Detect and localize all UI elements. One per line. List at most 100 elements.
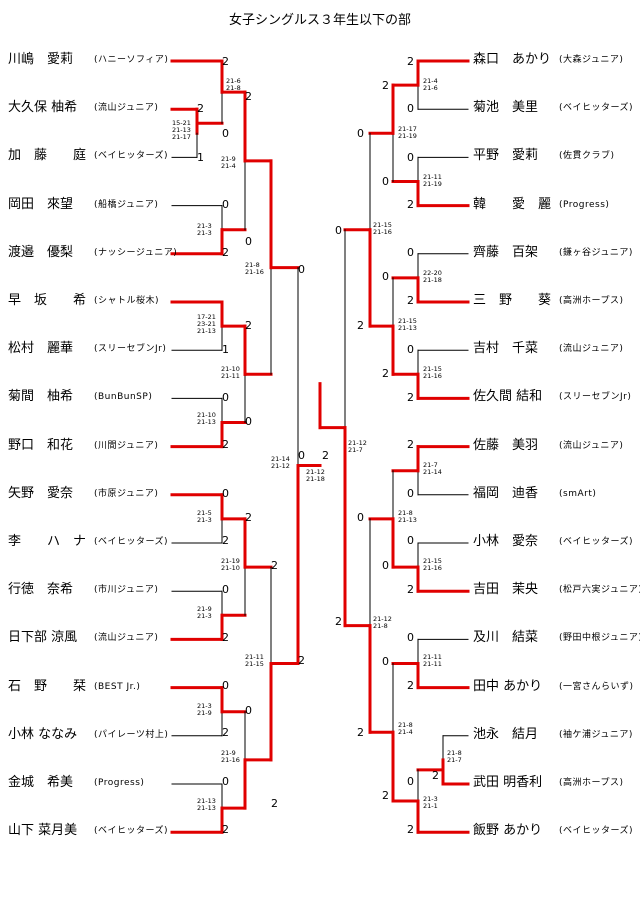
game-scores: 21-15 21-13 xyxy=(398,317,417,332)
match-score: 2 xyxy=(357,726,364,739)
match-score: 0 xyxy=(407,246,414,259)
player-club: (スリーセブンJr) xyxy=(559,392,632,403)
player-club: (松戸六実ジュニア) xyxy=(559,585,640,596)
match-score: 2 xyxy=(407,55,414,68)
player-name: 日下部 涼風 xyxy=(8,630,78,646)
match-score: 0 xyxy=(222,679,229,692)
player-name: 吉村 千菜 xyxy=(473,341,539,357)
player-name: 石 野 栞 xyxy=(8,678,87,694)
player-club: (smArt) xyxy=(559,488,597,499)
match-score: 0 xyxy=(407,631,414,644)
player-club: (ハニーソフィア) xyxy=(94,55,169,65)
match-score: 2 xyxy=(222,823,229,836)
match-score: 0 xyxy=(222,391,229,404)
game-scores: 21-8 21-16 xyxy=(245,261,264,276)
player-club: (佐貫クラブ) xyxy=(559,151,615,162)
player-club: (ベイヒッターズ) xyxy=(94,826,169,837)
player-club: (流山ジュニア) xyxy=(94,103,159,114)
player-name: 金城 希美 xyxy=(8,775,74,790)
player-club: (ベイヒッターズ) xyxy=(94,537,169,547)
game-scores: 21-9 21-4 xyxy=(221,155,236,170)
player-club: (鎌ヶ谷ジュニア) xyxy=(559,247,633,258)
player-club: (ベイヒッターズ) xyxy=(559,537,634,547)
game-scores: 21-11 21-15 xyxy=(245,653,264,668)
player-club: (スリーセブンJr) xyxy=(94,344,167,355)
player-name: 小林 ななみ xyxy=(8,726,78,742)
match-score: 0 xyxy=(407,534,414,547)
player-club: (流山ジュニア) xyxy=(559,344,624,355)
match-score: 2 xyxy=(407,391,414,404)
match-score: 2 xyxy=(222,726,229,739)
player-name: 矢野 愛奈 xyxy=(8,485,74,501)
match-score: 0 xyxy=(407,151,414,164)
game-scores: 21-9 21-3 xyxy=(197,605,212,620)
match-score: 0 xyxy=(245,415,252,428)
match-score: 2 xyxy=(335,615,342,628)
match-score: 2 xyxy=(407,438,414,451)
match-score: 2 xyxy=(407,679,414,692)
player-name: 福岡 迪香 xyxy=(473,485,539,501)
page-title: 女子シングルス３年生以下の部 xyxy=(228,13,411,28)
match-score: 0 xyxy=(222,487,229,500)
player-name: 岡田 來望 xyxy=(8,196,74,212)
match-score: 2 xyxy=(222,631,229,644)
player-club: (Progress) xyxy=(559,199,610,210)
match-score: 2 xyxy=(407,823,414,836)
match-score: 0 xyxy=(222,583,229,596)
match-score: 0 xyxy=(298,263,305,276)
match-score: 0 xyxy=(382,559,389,572)
game-scores: 21-19 21-10 xyxy=(221,557,240,572)
match-score: 2 xyxy=(222,246,229,259)
match-score: 2 xyxy=(357,319,364,332)
game-scores: 21-13 21-13 xyxy=(197,797,216,812)
player-name: 李 ハ ナ xyxy=(8,534,87,549)
match-score: 2 xyxy=(382,79,389,92)
match-score: 0 xyxy=(222,127,229,140)
game-scores: 21-9 21-16 xyxy=(221,749,240,764)
player-club: (パイレーツ村上) xyxy=(94,729,169,740)
game-scores: 21-10 21-11 xyxy=(221,365,240,380)
player-name: 加 藤 庭 xyxy=(8,148,87,164)
game-scores: 22-20 21-18 xyxy=(423,269,442,284)
match-score: 0 xyxy=(382,655,389,668)
game-scores: 21-3 21-3 xyxy=(197,222,212,237)
match-score: 0 xyxy=(382,270,389,283)
player-name: 山下 菜月美 xyxy=(8,823,78,839)
player-club: (市川ジュニア) xyxy=(94,585,159,596)
player-name: 飯野 あかり xyxy=(473,823,543,839)
match-score: 2 xyxy=(245,319,252,332)
match-score: 2 xyxy=(222,55,229,68)
match-score: 0 xyxy=(335,224,342,237)
player-club: (シャトル桜木) xyxy=(94,296,160,306)
game-scores: 21-10 21-13 xyxy=(197,411,216,426)
game-scores: 21-3 21-9 xyxy=(197,702,212,717)
match-score: 0 xyxy=(298,449,305,462)
game-scores: 21-8 21-13 xyxy=(398,509,417,524)
player-name: 渡邉 優梨 xyxy=(8,244,74,260)
match-score: 2 xyxy=(245,90,252,103)
player-club: (市原ジュニア) xyxy=(94,488,159,499)
player-club: (一宮さんらいず) xyxy=(559,681,634,692)
match-score: 1 xyxy=(222,343,229,356)
player-name: 野口 和花 xyxy=(8,437,74,453)
player-name: 行徳 奈希 xyxy=(8,582,74,598)
game-scores: 21-5 21-3 xyxy=(197,509,212,524)
match-score: 0 xyxy=(382,175,389,188)
player-club: (袖ケ浦ジュニア) xyxy=(559,729,633,740)
player-name: 早 坂 希 xyxy=(8,293,87,308)
match-score: 2 xyxy=(271,559,278,572)
player-name: 三 野 葵 xyxy=(473,293,552,308)
match-score: 2 xyxy=(298,654,305,667)
match-score: 0 xyxy=(357,511,364,524)
game-scores: 21-6 21-8 xyxy=(226,77,241,92)
player-name: 川嶋 愛莉 xyxy=(8,52,74,67)
match-score: 2 xyxy=(271,797,278,810)
match-score: 2 xyxy=(197,102,204,115)
player-club: (ベイヒッターズ) xyxy=(94,151,169,162)
player-club: (Progress) xyxy=(94,778,145,788)
match-score: 2 xyxy=(222,438,229,451)
player-club: (BunBunSP) xyxy=(94,392,153,403)
player-name: 武田 明香利 xyxy=(473,775,543,790)
player-name: 森口 あかり xyxy=(473,52,552,67)
